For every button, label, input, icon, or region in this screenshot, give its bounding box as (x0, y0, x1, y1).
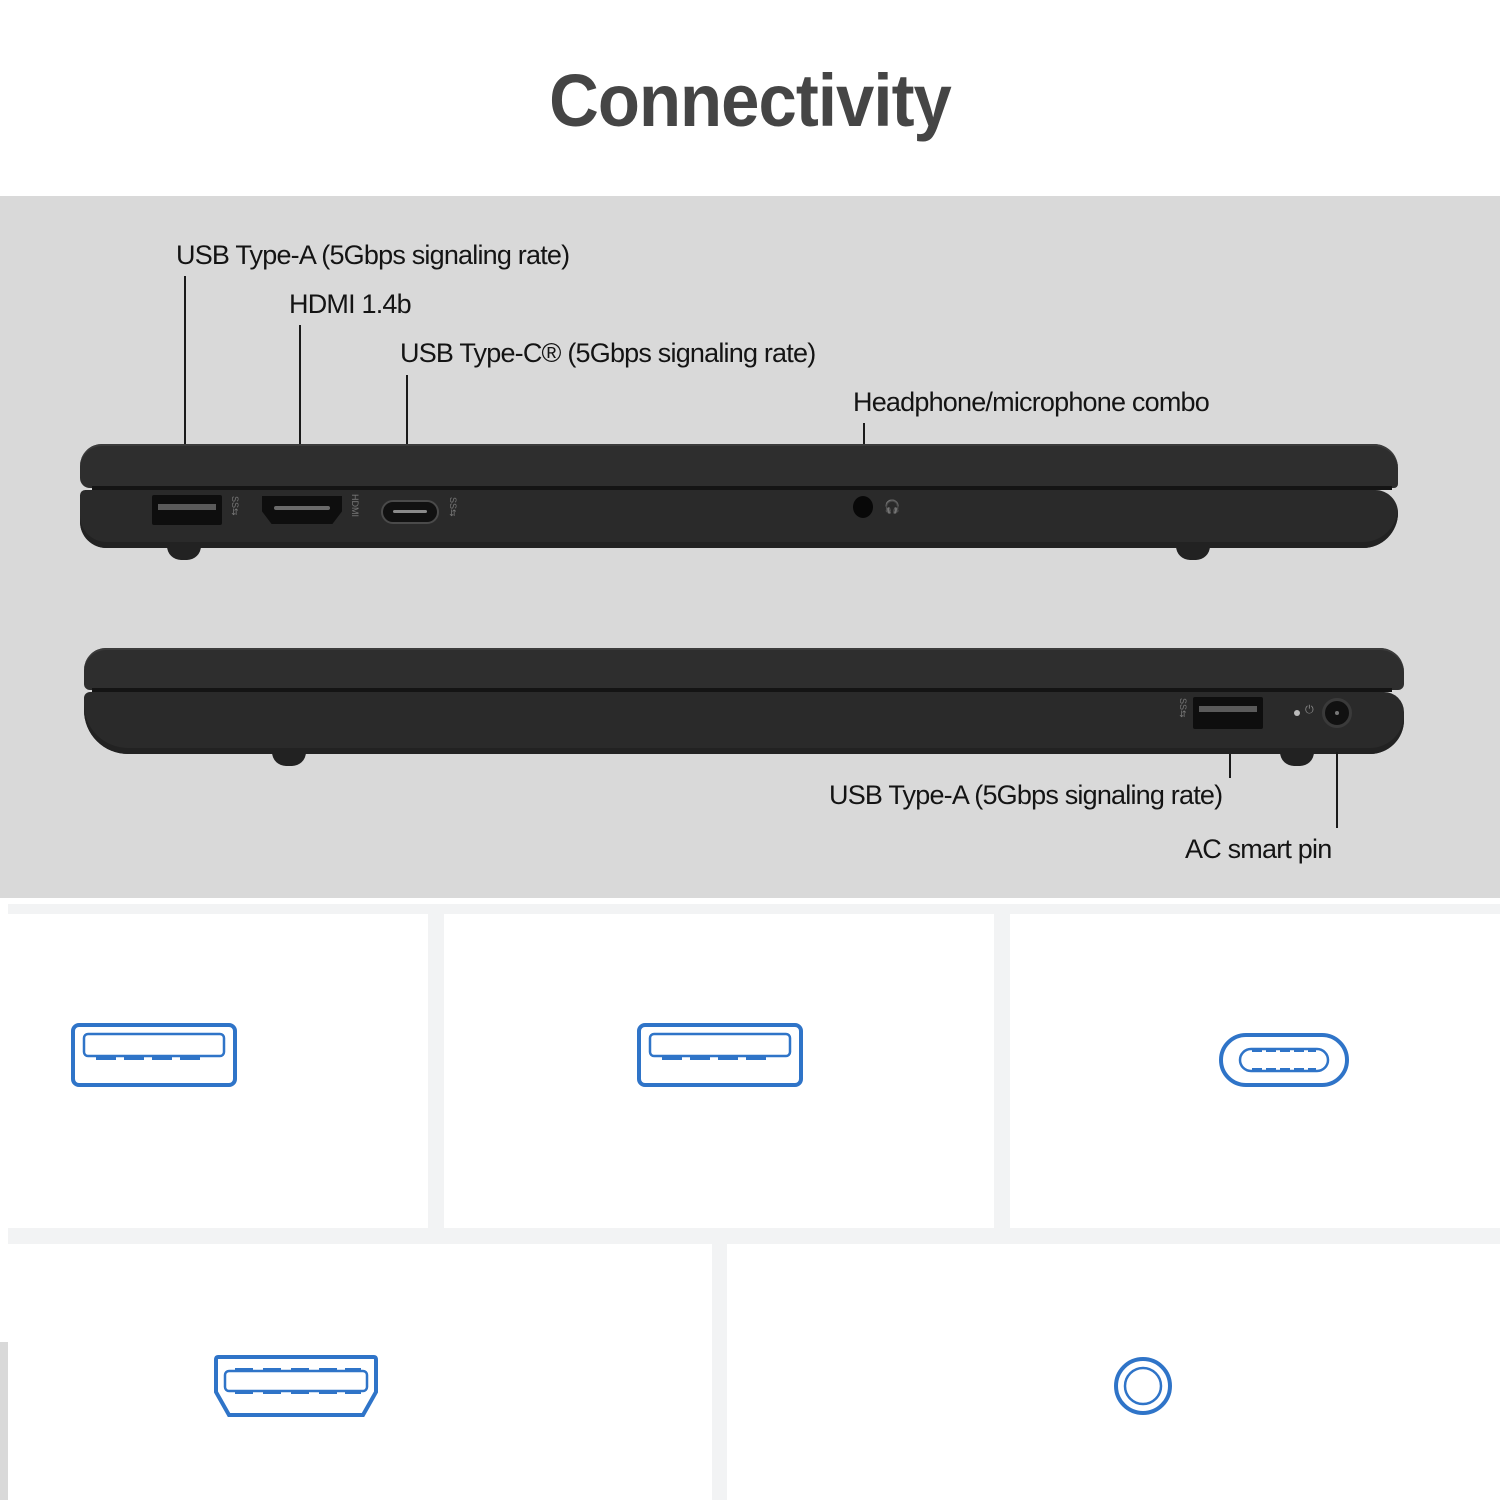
callout-hdmi: HDMI 1.4b (289, 289, 412, 319)
usb-type-c-icon (1219, 1033, 1349, 1087)
callout-audio-jack: Headphone/microphone combo (853, 387, 1210, 417)
hdmi-marking: HDMI (350, 494, 360, 517)
hdmi-port (262, 496, 342, 524)
leader-line-ac-pin (1336, 752, 1338, 828)
icon-panel-usb-a-2 (444, 914, 994, 1228)
grid-divider (8, 1228, 1500, 1244)
callout-ac-pin: AC smart pin (1185, 834, 1332, 864)
grid-divider (8, 904, 1500, 914)
callout-usb-a-right: USB Type-A (5Gbps signaling rate) (829, 780, 1223, 810)
laptop-foot (272, 752, 306, 766)
laptop-base (84, 692, 1404, 754)
audio-jack-port (853, 496, 873, 518)
usb-a-port (1193, 697, 1263, 729)
laptop-foot (1280, 752, 1314, 766)
icon-panel-usb-c (1010, 914, 1500, 1228)
audio-jack-icon (1114, 1357, 1172, 1415)
usb-type-a-icon (637, 1023, 803, 1087)
icon-panel-usb-a-1 (8, 914, 428, 1228)
laptop-seam (92, 688, 1392, 692)
hdmi-icon (214, 1355, 378, 1417)
leader-line-hdmi (299, 325, 301, 446)
laptop-foot (167, 546, 201, 560)
laptop-lid (84, 648, 1404, 690)
laptop-foot (1176, 546, 1210, 560)
ss-usb-marking: SS⇆ (1178, 698, 1188, 718)
ac-smart-pin-port (1322, 698, 1352, 728)
grid-divider (994, 914, 1010, 1228)
icon-panel-hdmi (8, 1244, 712, 1500)
laptop-lid (80, 444, 1398, 488)
page-title: Connectivity (549, 59, 952, 142)
leader-line-usb-c (406, 375, 408, 447)
charging-led (1294, 710, 1300, 716)
usb-type-a-icon (71, 1023, 237, 1087)
grid-divider (428, 914, 444, 1228)
ss-usb-marking: SS⇆ (230, 496, 240, 516)
ss-usb-c-marking: SS⇆ (448, 497, 458, 517)
leader-line-usb-a-left (184, 276, 186, 444)
edge-strip (0, 1342, 8, 1500)
icon-panel-audio-jack (727, 1244, 1500, 1500)
leader-line-usb-a-right (1229, 754, 1231, 778)
callout-usb-c: USB Type-C® (5Gbps signaling rate) (400, 338, 816, 368)
power-icon: ⏻ (1305, 704, 1314, 716)
callout-usb-a-left: USB Type-A (5Gbps signaling rate) (176, 240, 570, 270)
usb-c-port (381, 500, 439, 524)
leader-line-audio-jack (863, 423, 865, 449)
grid-divider (712, 1244, 727, 1500)
usb-a-port (152, 495, 222, 525)
laptop-seam (92, 486, 1392, 490)
headphone-icon: 🎧 (884, 499, 901, 514)
